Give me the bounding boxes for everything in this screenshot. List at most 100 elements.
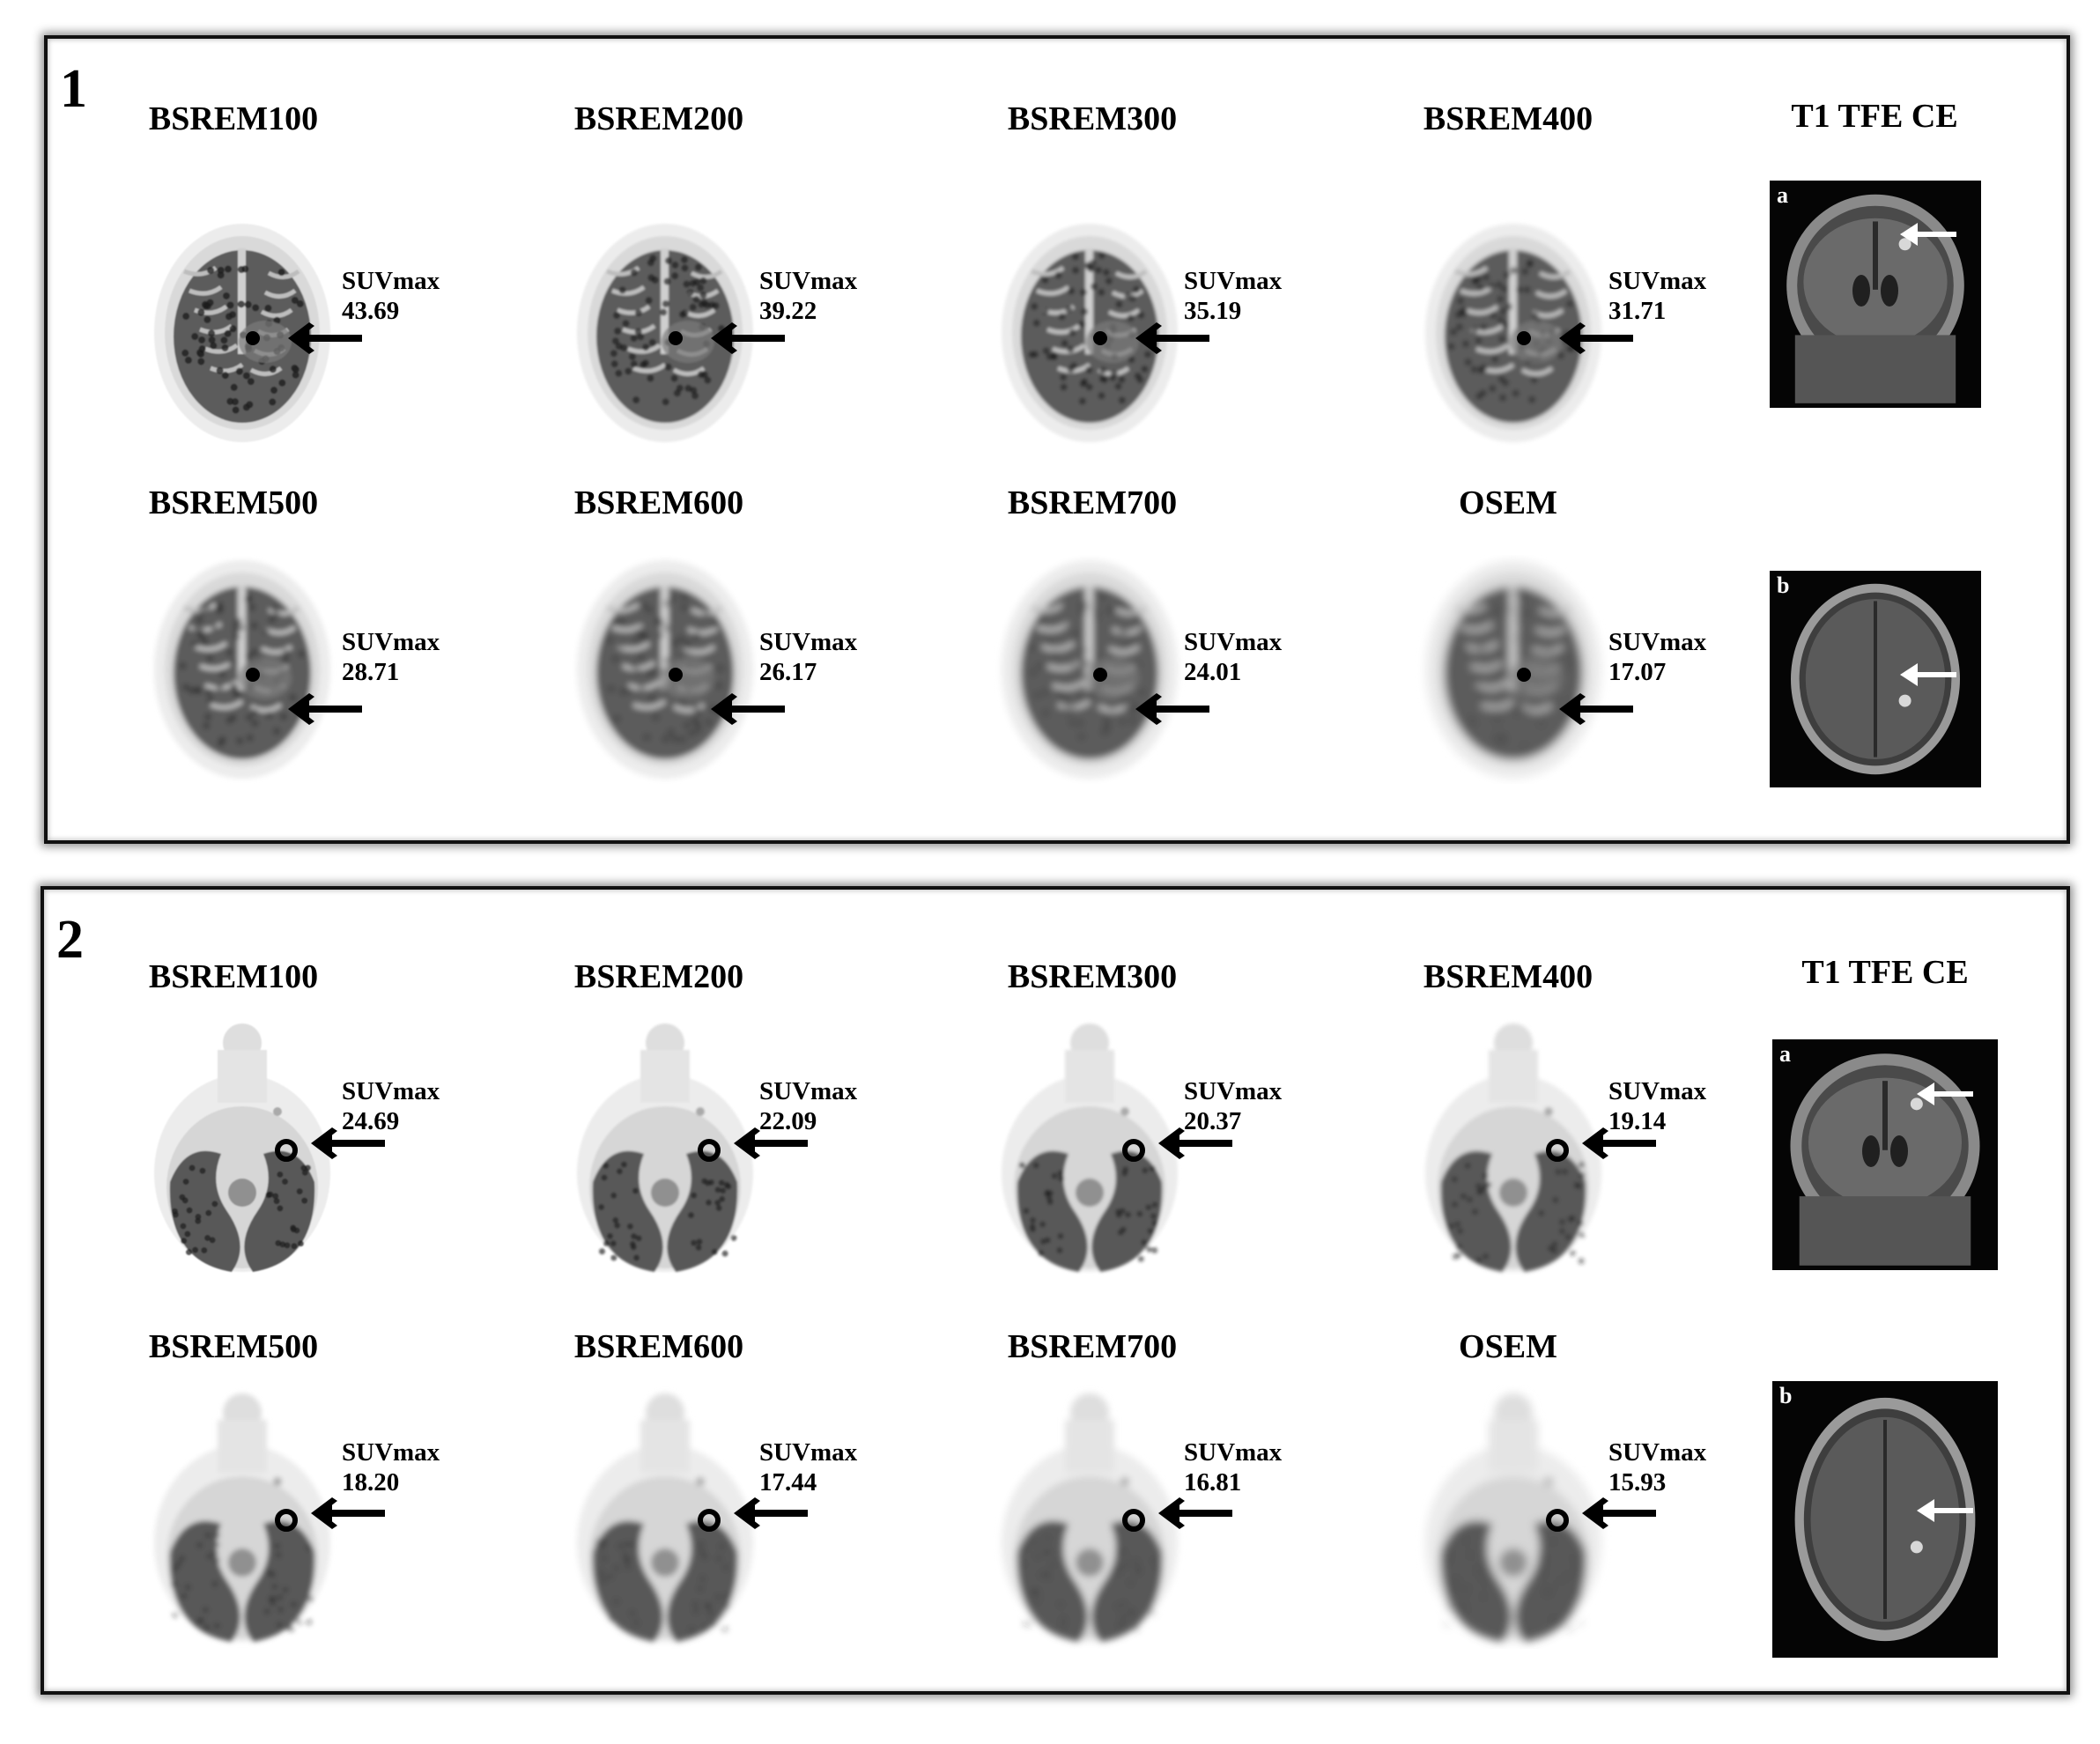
suv-value: 43.69 — [342, 297, 400, 325]
suv-value: 17.44 — [759, 1468, 817, 1496]
mri-image-2-b: b — [1772, 1381, 1998, 1658]
reconstruction-title-1-4: BSREM400 — [1423, 100, 1593, 137]
white-left-arrow-icon — [1900, 663, 1956, 687]
suv-label: SUVmax — [342, 267, 440, 295]
reconstruction-title-2-3: BSREM300 — [1007, 958, 1178, 995]
suv-value: 26.17 — [759, 658, 817, 686]
black-left-arrow-icon — [1158, 1127, 1232, 1159]
black-left-arrow-icon — [1559, 693, 1633, 725]
suv-label: SUVmax — [342, 1438, 440, 1467]
black-left-arrow-icon — [734, 1497, 808, 1529]
suv-value: 15.93 — [1608, 1468, 1667, 1496]
black-left-arrow-icon — [1582, 1127, 1656, 1159]
suv-value: 19.14 — [1608, 1107, 1667, 1135]
suv-value: 18.20 — [342, 1468, 400, 1496]
mri-panel-letter: b — [1779, 1383, 1793, 1408]
suv-value: 35.19 — [1184, 297, 1242, 325]
pet-brain-image-1-6 — [577, 560, 753, 779]
pet-brain-image-1-1 — [154, 224, 330, 442]
reconstruction-title-2-5: BSREM500 — [148, 1328, 319, 1365]
reconstruction-title-2-7: BSREM700 — [1007, 1328, 1178, 1365]
black-left-arrow-icon — [1135, 693, 1209, 725]
suv-label: SUVmax — [759, 1077, 858, 1105]
reconstruction-title-2-6: BSREM600 — [573, 1328, 744, 1365]
mri-title-1: T1 TFE CE — [1791, 98, 1958, 135]
reconstruction-title-1-7: BSREM700 — [1007, 484, 1178, 521]
black-left-arrow-icon — [1135, 322, 1209, 354]
reconstruction-title-1-5: BSREM500 — [148, 484, 319, 521]
suv-value: 39.22 — [759, 297, 817, 325]
mri-image-2-a: a — [1772, 1039, 1998, 1270]
suv-label: SUVmax — [1608, 1438, 1707, 1467]
pet-brain-image-1-5 — [154, 560, 330, 779]
reconstruction-title-1-2: BSREM200 — [573, 100, 744, 137]
panel-1-number: 1 — [60, 59, 87, 119]
suv-value: 20.37 — [1184, 1107, 1242, 1135]
pet-brain-image-1-7 — [1002, 560, 1178, 779]
suv-label: SUVmax — [1608, 1077, 1707, 1105]
pet-brain-image-2-5 — [154, 1393, 330, 1642]
suv-label: SUVmax — [759, 628, 858, 656]
black-left-arrow-icon — [734, 1127, 808, 1159]
suv-value: 31.71 — [1608, 297, 1667, 325]
black-left-arrow-icon — [1559, 322, 1633, 354]
mri-panel-letter: a — [1779, 1041, 1791, 1067]
white-left-arrow-icon — [1917, 1498, 1973, 1522]
black-left-arrow-icon — [288, 693, 362, 725]
reconstruction-title-2-1: BSREM100 — [148, 958, 319, 995]
reconstruction-title-1-3: BSREM300 — [1007, 100, 1178, 137]
white-left-arrow-icon — [1917, 1083, 1973, 1106]
suv-label: SUVmax — [342, 1077, 440, 1105]
black-left-arrow-icon — [711, 693, 785, 725]
pet-brain-image-2-7 — [1002, 1393, 1178, 1642]
pet-brain-image-2-6 — [577, 1393, 753, 1642]
reconstruction-title-2-4: BSREM400 — [1423, 958, 1593, 995]
reconstruction-title-2-8: OSEM — [1459, 1328, 1557, 1365]
pet-brain-image-1-4 — [1425, 224, 1601, 442]
pet-brain-image-1-8 — [1425, 560, 1601, 779]
reconstruction-title-1-8: OSEM — [1459, 484, 1557, 521]
black-left-arrow-icon — [311, 1497, 385, 1529]
mri-panel-letter: a — [1777, 182, 1788, 208]
suv-label: SUVmax — [1608, 267, 1707, 295]
pet-brain-image-2-4 — [1425, 1023, 1601, 1272]
suv-label: SUVmax — [759, 1438, 858, 1467]
mri-image-1-a: a — [1770, 181, 1981, 408]
panel-2-number: 2 — [56, 910, 84, 970]
suv-label: SUVmax — [1608, 628, 1707, 656]
suv-label: SUVmax — [759, 267, 858, 295]
suv-label: SUVmax — [1184, 1438, 1283, 1467]
white-left-arrow-icon — [1900, 223, 1956, 247]
black-left-arrow-icon — [1158, 1497, 1232, 1529]
black-left-arrow-icon — [311, 1127, 385, 1159]
mri-panel-letter: b — [1777, 573, 1790, 598]
mri-image-1-b: b — [1770, 571, 1981, 787]
reconstruction-title-1-6: BSREM600 — [573, 484, 744, 521]
mri-title-2: T1 TFE CE — [1801, 954, 1969, 991]
suv-label: SUVmax — [342, 628, 440, 656]
suv-value: 24.01 — [1184, 658, 1242, 686]
suv-label: SUVmax — [1184, 1077, 1283, 1105]
pet-brain-image-2-3 — [1002, 1023, 1178, 1272]
suv-value: 17.07 — [1608, 658, 1667, 686]
black-left-arrow-icon — [711, 322, 785, 354]
suv-value: 24.69 — [342, 1107, 400, 1135]
pet-brain-image-2-1 — [154, 1023, 330, 1272]
black-left-arrow-icon — [288, 322, 362, 354]
suv-value: 28.71 — [342, 658, 400, 686]
pet-brain-image-2-8 — [1425, 1393, 1601, 1642]
